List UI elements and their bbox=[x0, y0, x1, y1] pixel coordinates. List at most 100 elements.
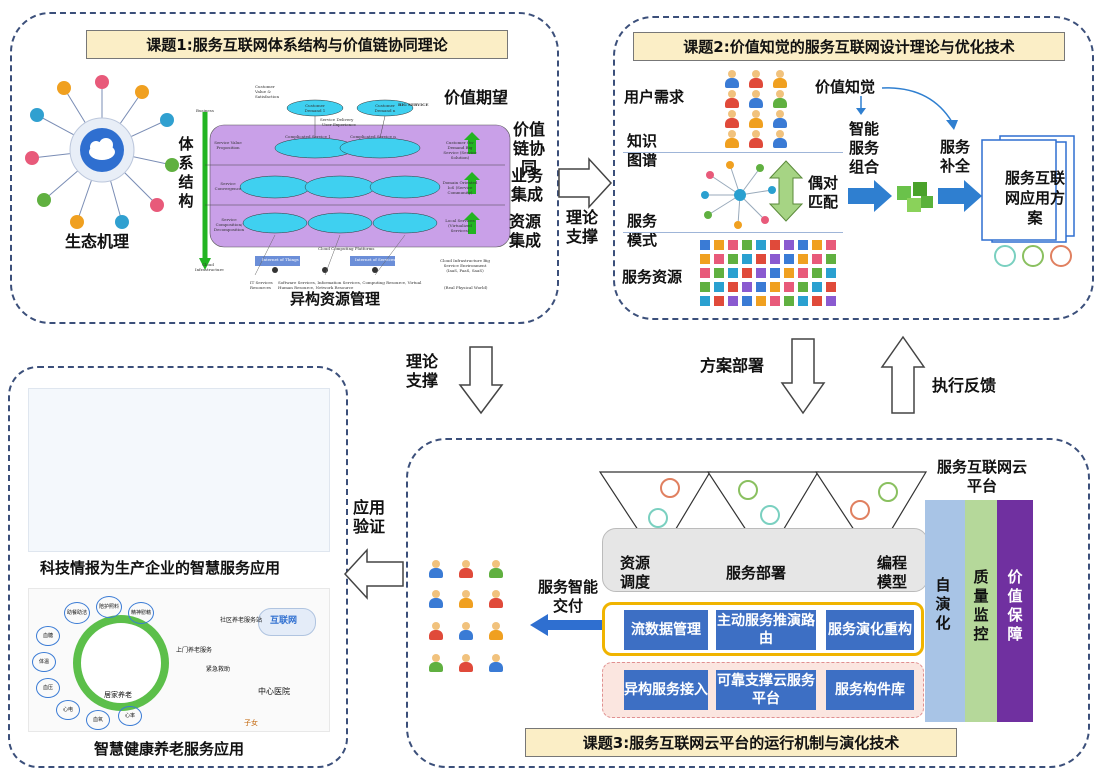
service-resource-tile bbox=[742, 282, 752, 292]
service-resource-tile bbox=[770, 296, 780, 306]
circle-7: 心电 bbox=[56, 700, 80, 720]
service-resource-tile bbox=[770, 268, 780, 278]
service-resource-tile bbox=[784, 268, 794, 278]
service-resource-tile bbox=[784, 296, 794, 306]
tiny-business: Business bbox=[196, 108, 214, 113]
tiny-demand1: Customer Demand 1 bbox=[304, 103, 326, 113]
service-resource-tile bbox=[826, 296, 836, 306]
circle-6: 血压 bbox=[36, 678, 60, 698]
service-resource-tile bbox=[742, 254, 752, 264]
tiny-big-env: Cloud Infrastructure Big Service Environ… bbox=[440, 258, 490, 273]
service-resource-tile bbox=[784, 254, 794, 264]
service-resource-tile bbox=[714, 254, 724, 264]
service-resource-tile bbox=[798, 282, 808, 292]
tiny-scd: Service Composition/ Decomposition bbox=[213, 217, 245, 232]
biz-integration-label: 业务集成 bbox=[510, 166, 543, 204]
service-resource-tile bbox=[714, 240, 724, 250]
circle-8: 血氧 bbox=[86, 710, 110, 730]
svc-deploy-label: 服务部署 bbox=[726, 564, 787, 582]
service-resource-tile bbox=[728, 268, 738, 278]
service-resource-tile bbox=[756, 268, 766, 278]
hospital-label: 中心医院 bbox=[258, 687, 290, 696]
children-label: 子女 bbox=[244, 719, 258, 727]
service-resource-tile bbox=[700, 268, 710, 278]
service-resource-tile bbox=[700, 240, 710, 250]
value-chain-label: 价值链协同 bbox=[512, 120, 545, 177]
service-resource-tile bbox=[798, 268, 808, 278]
arrow-left-verify bbox=[343, 548, 404, 600]
service-resource-tile bbox=[756, 240, 766, 250]
health-circles: 助餐助洁 陪护照料 精神慰藉 血糖 体温 血压 心电 血氧 心率 bbox=[32, 596, 186, 730]
active-route[interactable]: 主动服务推演路由 bbox=[716, 610, 816, 650]
arrow-up-feedback bbox=[880, 335, 926, 414]
dual-match-arrow bbox=[768, 160, 804, 222]
arrow-down-deploy bbox=[780, 338, 826, 415]
feedback-label: 执行反馈 bbox=[932, 376, 997, 395]
value-expect-label: 价值期望 bbox=[444, 88, 509, 107]
deploy-label: 方案部署 bbox=[700, 356, 765, 375]
smart-factory-illustration bbox=[28, 388, 330, 552]
service-resource-tile bbox=[812, 282, 822, 292]
arrow-down-theory bbox=[458, 346, 504, 415]
tiny-demandn: Customer Demand n bbox=[374, 103, 396, 113]
svc-mode-label: 服务模式 bbox=[626, 212, 657, 249]
service-resource-tile bbox=[812, 240, 822, 250]
tiny-real: (Real Physical World) bbox=[444, 285, 488, 290]
tiny-big-service: BIG SERVICE bbox=[398, 102, 429, 107]
home-label: 居家养老 bbox=[104, 691, 132, 699]
theory-support-label-h: 理论支撑 bbox=[565, 208, 598, 246]
station-label: 社区养老服务站 bbox=[220, 617, 263, 624]
tiny-complicatedn: Complicated Service n bbox=[350, 134, 396, 139]
tiny-user-exp: User Experience bbox=[322, 122, 356, 127]
user-need-label: 用户需求 bbox=[624, 88, 685, 106]
user-avatar-grid bbox=[724, 70, 796, 150]
value-percept-label: 价值知觉 bbox=[815, 78, 876, 96]
fill-arrow bbox=[938, 180, 982, 212]
tiny-ioi1: Internet of Things bbox=[262, 257, 299, 262]
eco-mechanism-label: 生态机理 bbox=[65, 232, 130, 251]
hetero-resource-label: 异构资源管理 bbox=[290, 290, 381, 308]
net-label: 互联网 bbox=[270, 616, 298, 626]
service-resource-tile bbox=[770, 240, 780, 250]
tiny-cod: Customer On-Demand Big Service (Service … bbox=[443, 140, 477, 160]
service-resource-tile bbox=[714, 282, 724, 292]
tiny-doms: Domain Oriented IoS (Service Community) bbox=[442, 180, 478, 195]
circle-1: 助餐助洁 bbox=[64, 602, 90, 624]
svc-lib[interactable]: 服务构件库 bbox=[826, 670, 914, 710]
eco-mechanism-hub bbox=[25, 75, 179, 229]
tiny-customer-value: Customer Value & Satisfaction bbox=[255, 84, 280, 99]
elder-care-center-circle bbox=[73, 615, 169, 711]
hetero-access[interactable]: 异构服务接入 bbox=[624, 670, 708, 710]
app2-label: 智慧健康养老服务应用 bbox=[94, 740, 245, 758]
circle-2: 陪护照料 bbox=[96, 596, 122, 618]
tiny-service-delivery: Service Delivery bbox=[320, 117, 354, 122]
service-resource-tile bbox=[742, 296, 752, 306]
bar-value bbox=[997, 500, 1033, 722]
divider-1 bbox=[623, 152, 843, 153]
service-resource-tile bbox=[770, 282, 780, 292]
service-resource-tile bbox=[714, 296, 724, 306]
bar-self-evolve-label: 自演化 bbox=[935, 576, 951, 632]
circle-3: 精神慰藉 bbox=[128, 602, 154, 624]
stream-data-mgmt[interactable]: 流数据管理 bbox=[624, 610, 708, 650]
circle-9: 心率 bbox=[118, 706, 142, 726]
architecture-label: 体系结构 bbox=[178, 135, 194, 210]
bar-self-evolve bbox=[925, 500, 965, 722]
topic2-title: 课题2:价值知觉的服务互联网设计理论与优化技术 bbox=[633, 32, 1065, 61]
smart-composition-label: 智能服务组合 bbox=[848, 120, 879, 176]
smart-delivery-label: 服务智能交付 bbox=[537, 578, 598, 615]
service-resource-tile bbox=[756, 254, 766, 264]
service-resource-tile bbox=[728, 254, 738, 264]
tiny-it-res: IT Services Resources bbox=[250, 280, 273, 290]
dual-match-label: 偶对匹配 bbox=[807, 174, 838, 211]
service-resource-tile bbox=[742, 240, 752, 250]
percept-arrow-curve bbox=[881, 87, 958, 130]
reliable-platform[interactable]: 可靠支撑云服务平台 bbox=[716, 670, 816, 710]
tiny-cloud-inf: Cloud Infrastructure bbox=[195, 262, 224, 272]
service-resource-tile bbox=[826, 254, 836, 264]
service-resource-tile bbox=[798, 296, 808, 306]
svc-evolve[interactable]: 服务演化重构 bbox=[826, 610, 914, 650]
tiny-local: Local Services (Virtualized Services) bbox=[445, 218, 475, 233]
service-resource-tile bbox=[812, 296, 822, 306]
arrow-right-theory bbox=[558, 157, 613, 209]
